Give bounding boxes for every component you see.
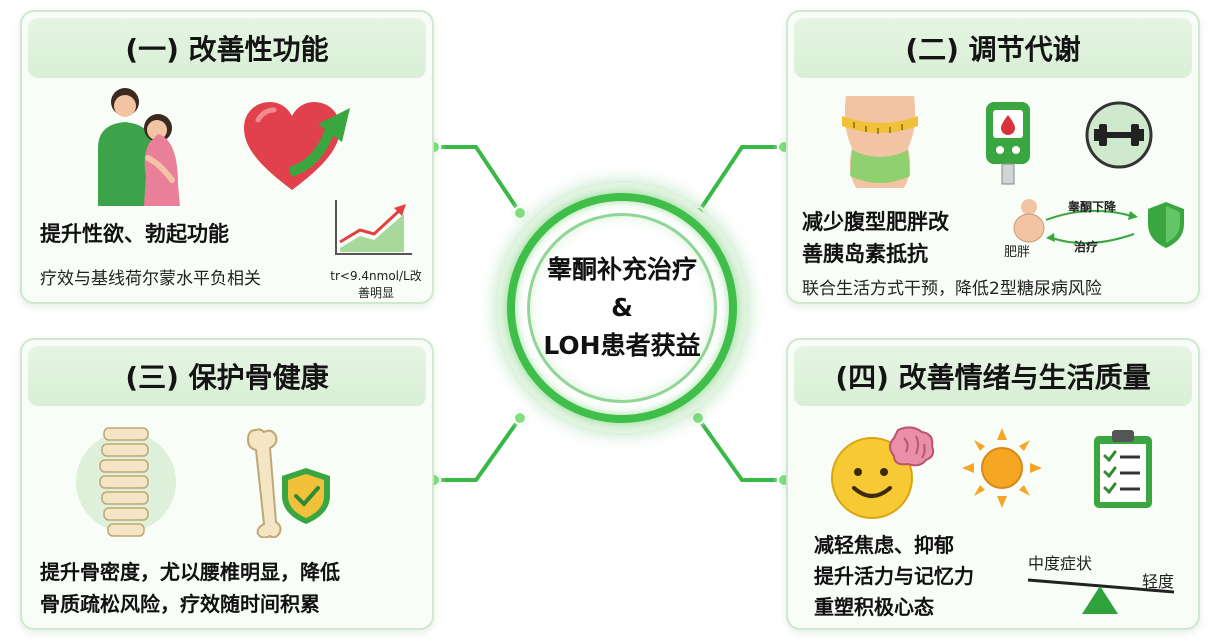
cycle-arrows xyxy=(1045,209,1138,245)
card-main-line-2: 提升活力与记忆力 xyxy=(814,564,974,588)
obese-person-icon xyxy=(1013,199,1045,243)
bone-shield-icon xyxy=(246,428,330,538)
card-sexual-function: (一) 改善性功能 提升性欲、勃起功能 疗效与基线荷尔蒙水平负相关 tr<9.4… xyxy=(20,10,434,304)
shield-icon xyxy=(1148,202,1184,248)
card-main-line-1: 减轻焦虑、抑郁 xyxy=(814,533,954,557)
card-main-line-2: 骨质疏松风险，疗效随时间积累 xyxy=(40,592,320,616)
card-title: (二) 调节代谢 xyxy=(794,18,1192,78)
waist-measure-icon xyxy=(842,96,918,188)
card-title: (三) 保护骨健康 xyxy=(28,346,426,406)
center-title: 睾酮补充治疗 & LOH患者获益 xyxy=(497,183,747,433)
spine-icon xyxy=(76,427,176,537)
card-title: (一) 改善性功能 xyxy=(28,18,426,78)
couple-icon xyxy=(98,88,180,206)
heart-arrow-icon xyxy=(244,102,350,190)
center-outer-ring xyxy=(507,193,737,423)
center-line-3: LOH患者获益 xyxy=(543,331,701,360)
threshold-note-line-1: tr<9.4nmol/L改 xyxy=(330,269,422,283)
card-sub-text: 联合生活方式干预，降低2型糖尿病风险 xyxy=(802,279,1102,299)
card-main-line-1: 提升骨密度，尤以腰椎明显，降低 xyxy=(40,560,340,584)
center-hub: 睾酮补充治疗 & LOH患者获益 xyxy=(497,183,747,433)
threshold-note-line-2: 善明显 xyxy=(357,286,394,300)
card-main-line-3: 重塑积极心态 xyxy=(814,595,934,619)
card-mood-quality-of-life: (四) 改善情绪与生活质量 减轻焦虑、抑郁 提升活力与记忆力 重塑积极心态 中度… xyxy=(786,338,1200,630)
scale-label-moderate: 中度症状 xyxy=(1028,554,1093,573)
center-line-2: & xyxy=(611,293,633,322)
center-line-1: 睾酮补充治疗 xyxy=(546,255,697,284)
smiling-brain-icon xyxy=(831,426,935,519)
card-bone-health: (三) 保护骨健康 提升骨密度，尤以腰椎明显，降低 骨质疏松风险，疗效随时间积累 xyxy=(20,338,434,630)
card-main-text: 提升骨密度，尤以腰椎明显，降低 骨质疏松风险，疗效随时间积累 xyxy=(40,556,340,620)
card-main-text: 减轻焦虑、抑郁 提升活力与记忆力 重塑积极心态 xyxy=(814,530,974,623)
card-sub-text: 疗效与基线荷尔蒙水平负相关 xyxy=(40,269,261,289)
scale-label-mild: 轻度 xyxy=(1142,572,1175,591)
cycle-label-obesity: 肥胖 xyxy=(1004,245,1031,260)
glucose-meter-icon xyxy=(986,102,1030,185)
card-title: (四) 改善情绪与生活质量 xyxy=(794,346,1192,406)
rising-chart-icon xyxy=(335,200,412,255)
sun-icon xyxy=(962,428,1042,508)
center-inner-ring xyxy=(527,213,717,403)
card-metabolism: (二) 调节代谢 减少腹型肥胖改 善胰岛素抵抗 肥胖 睾酮下降 治疗 xyxy=(786,10,1200,304)
card-main-text: 减少腹型肥胖改 善胰岛素抵抗 xyxy=(802,206,949,270)
card-main-line-1: 减少腹型肥胖改 xyxy=(802,210,949,234)
card-main-line-2: 善胰岛素抵抗 xyxy=(802,242,928,266)
card-main-text: 提升性欲、勃起功能 xyxy=(40,222,229,246)
threshold-note: tr<9.4nmol/L改 善明显 xyxy=(322,268,430,302)
balance-scale-icon xyxy=(1027,578,1175,614)
cycle-label-decline: 睾酮下降 xyxy=(1068,200,1117,214)
cycle-label-treatment: 治疗 xyxy=(1074,240,1099,254)
dumbbell-icon xyxy=(1085,101,1153,169)
clipboard-checklist-icon xyxy=(1094,430,1152,508)
